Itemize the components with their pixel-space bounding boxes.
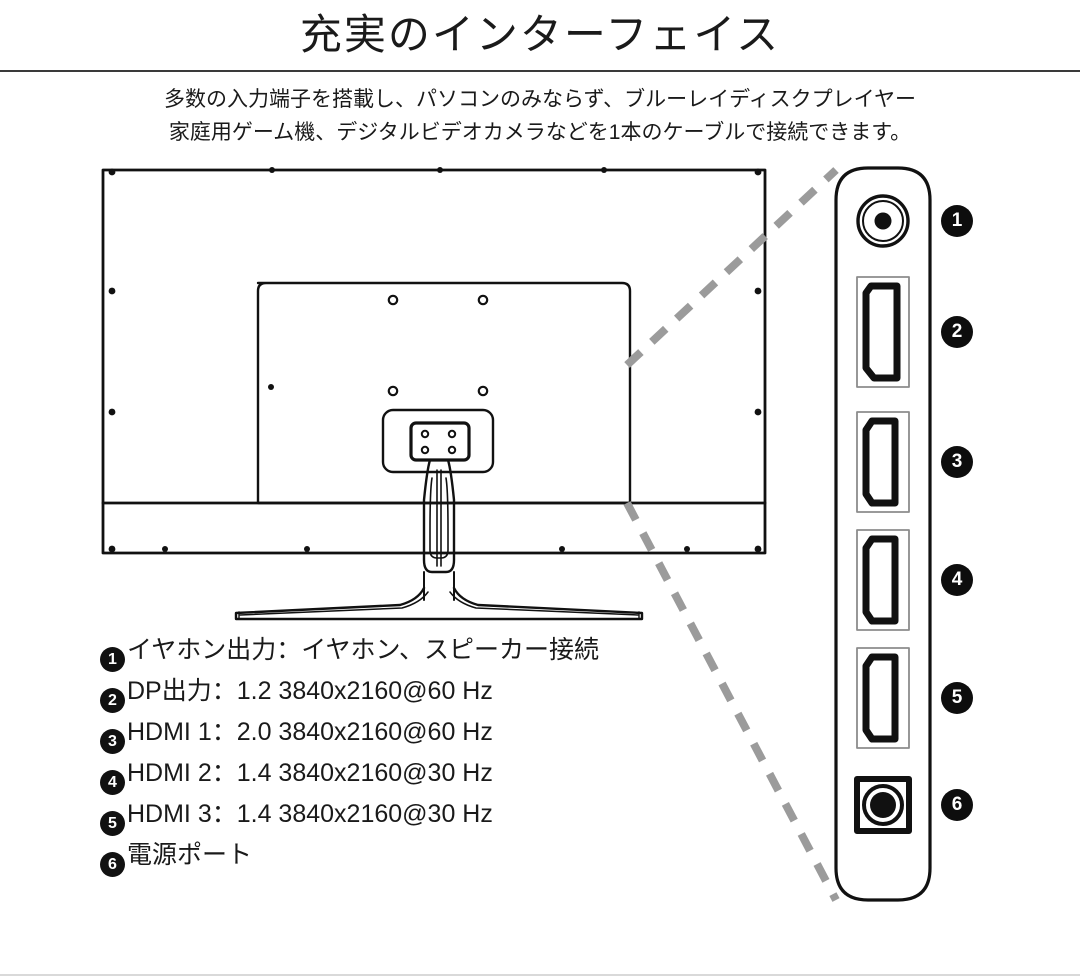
port-callout-4: 4	[941, 564, 973, 596]
subtitle-line-2: 家庭用ゲーム機、デジタルビデオカメラなどを1本のケーブルで接続できます。	[168, 120, 912, 144]
legend-label-2: DP出力：1.2 3840x2160@60 Hz	[127, 677, 493, 705]
port-power-jack	[854, 776, 912, 834]
port-callout-6: 6	[941, 789, 973, 821]
port-callout-1: 1	[941, 205, 973, 237]
port-displayport	[856, 276, 910, 388]
legend-item: 4 HDMI 2：1.4 3840x2160@30 Hz	[100, 761, 720, 802]
io-port-panel	[834, 166, 932, 902]
legend-label-6: 電源ポート	[127, 841, 253, 869]
legend-item: 5 HDMI 3：1.4 3840x2160@30 Hz	[100, 802, 720, 843]
legend-bullet-1: 1	[100, 647, 125, 672]
legend-item: 1 イヤホン出力：イヤホン、スピーカー接続	[100, 638, 720, 679]
subtitle-line-1: 多数の入力端子を搭載し、パソコンのみならず、ブルーレイディスクプレイヤー	[163, 88, 916, 111]
legend-item: 6 電源ポート	[100, 843, 720, 884]
title-bar: 充実のインターフェイス	[0, 0, 1080, 72]
port-callout-3: 3	[941, 446, 973, 478]
legend-bullet-6: 6	[100, 852, 125, 877]
port-callout-5: 5	[941, 682, 973, 714]
legend-bullet-3: 3	[100, 729, 125, 754]
monitor-screw-dots	[108, 167, 762, 553]
port-callout-2: 2	[941, 316, 973, 348]
subtitle-block: 多数の入力端子を搭載し、パソコンのみならず、ブルーレイディスクプレイヤー 家庭用…	[0, 72, 1080, 149]
legend-bullet-4: 4	[100, 770, 125, 795]
page-title: 充実のインターフェイス	[299, 11, 781, 58]
legend-bullet-5: 5	[100, 811, 125, 836]
legend-label-3: HDMI 1：2.0 3840x2160@60 Hz	[127, 718, 493, 746]
port-hdmi-1	[856, 411, 910, 513]
legend-label-4: HDMI 2：1.4 3840x2160@30 Hz	[127, 759, 493, 787]
legend-bullet-2: 2	[100, 688, 125, 713]
port-hdmi-2	[856, 529, 910, 631]
port-audio-jack	[856, 194, 910, 248]
monitor-rear-view	[101, 168, 767, 621]
legend-label-1: イヤホン出力：イヤホン、スピーカー接続	[127, 636, 600, 664]
port-hdmi-3	[856, 647, 910, 749]
legend-label-5: HDMI 3：1.4 3840x2160@30 Hz	[127, 800, 493, 828]
legend-item: 3 HDMI 1：2.0 3840x2160@60 Hz	[100, 720, 720, 761]
legend-item: 2 DP出力：1.2 3840x2160@60 Hz	[100, 679, 720, 720]
port-legend: 1 イヤホン出力：イヤホン、スピーカー接続 2 DP出力：1.2 3840x21…	[100, 638, 720, 884]
